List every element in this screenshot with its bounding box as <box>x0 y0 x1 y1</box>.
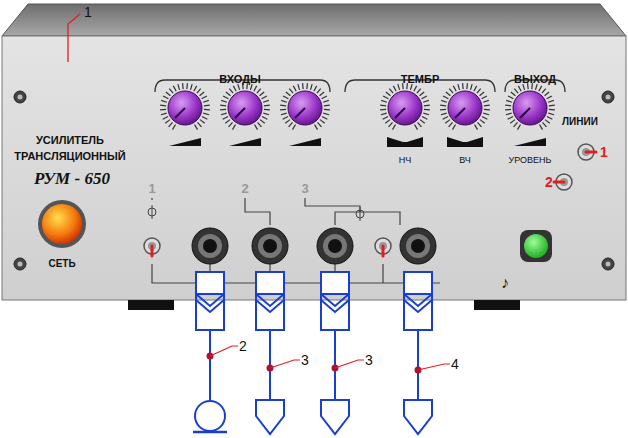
control-knob <box>380 83 430 130</box>
cable-plug <box>321 272 349 434</box>
control-knob <box>160 83 210 130</box>
tone-wedge <box>387 137 423 147</box>
level-wedge <box>289 138 321 146</box>
leader-line <box>210 346 238 356</box>
device-title: ТРАНСЛЯЦИОННЫЙ <box>14 151 125 162</box>
callout-number: 3 <box>365 353 373 367</box>
leader-line <box>335 360 364 368</box>
line-switch <box>578 144 596 160</box>
group-label: ЛИНИИ <box>562 117 598 127</box>
control-knob <box>220 83 270 130</box>
leader-line <box>68 14 80 62</box>
power-button-ring <box>38 200 86 248</box>
group-label: ТЕМБР <box>401 74 439 85</box>
power-button <box>42 204 82 244</box>
control-label: НЧ <box>399 156 412 165</box>
switch-number: 2 <box>545 175 553 189</box>
switch-number: 1 <box>600 145 608 159</box>
callout-number: 2 <box>239 339 247 353</box>
input-jack <box>192 228 228 264</box>
foot <box>474 300 520 310</box>
leader-line <box>270 360 300 368</box>
cable-plug <box>256 272 284 434</box>
input-jack <box>317 228 353 264</box>
screw <box>602 258 614 270</box>
control-label: ВЧ <box>459 156 471 165</box>
level-wedge <box>229 138 261 146</box>
indicator-frame <box>520 230 552 262</box>
cable-plug <box>404 272 432 434</box>
control-label: СЕТЬ <box>48 259 75 269</box>
device-title: УСИЛИТЕЛЬ <box>36 135 104 146</box>
line-switch <box>554 174 572 190</box>
group-label: ВХОДЫ <box>219 74 261 85</box>
foot <box>128 300 174 310</box>
callout-number: 4 <box>451 357 459 371</box>
input-switch <box>144 238 160 256</box>
indicator-lamp <box>524 234 548 258</box>
housing-top <box>2 4 626 36</box>
ground-symbol <box>356 207 364 221</box>
control-knob <box>280 83 330 130</box>
leader-line <box>418 364 450 370</box>
input-number: 3 <box>301 182 308 195</box>
callout-number: 1 <box>84 5 92 19</box>
screw <box>14 91 26 103</box>
group-label: ВЫХОД <box>514 74 556 85</box>
audio-symbol: ♪ <box>501 275 509 291</box>
ground-symbol <box>148 205 156 219</box>
input-number: 2 <box>241 182 248 195</box>
control-knob <box>505 83 555 130</box>
panel-wiring <box>152 198 400 225</box>
input-jack <box>400 228 436 264</box>
level-wedge <box>514 138 546 146</box>
level-wedge <box>169 138 201 146</box>
input-switch <box>375 238 391 256</box>
screw <box>602 91 614 103</box>
control-knob <box>440 83 490 130</box>
cable-plug <box>193 272 227 432</box>
front-panel <box>2 36 626 300</box>
input-number: 1 <box>148 182 155 195</box>
control-label: УРОВЕНЬ <box>509 156 552 165</box>
screw <box>14 258 26 270</box>
callout-number: 3 <box>301 353 309 367</box>
tone-wedge <box>447 137 483 147</box>
input-jack <box>252 228 288 264</box>
model-name: РУМ - 650 <box>34 170 110 187</box>
